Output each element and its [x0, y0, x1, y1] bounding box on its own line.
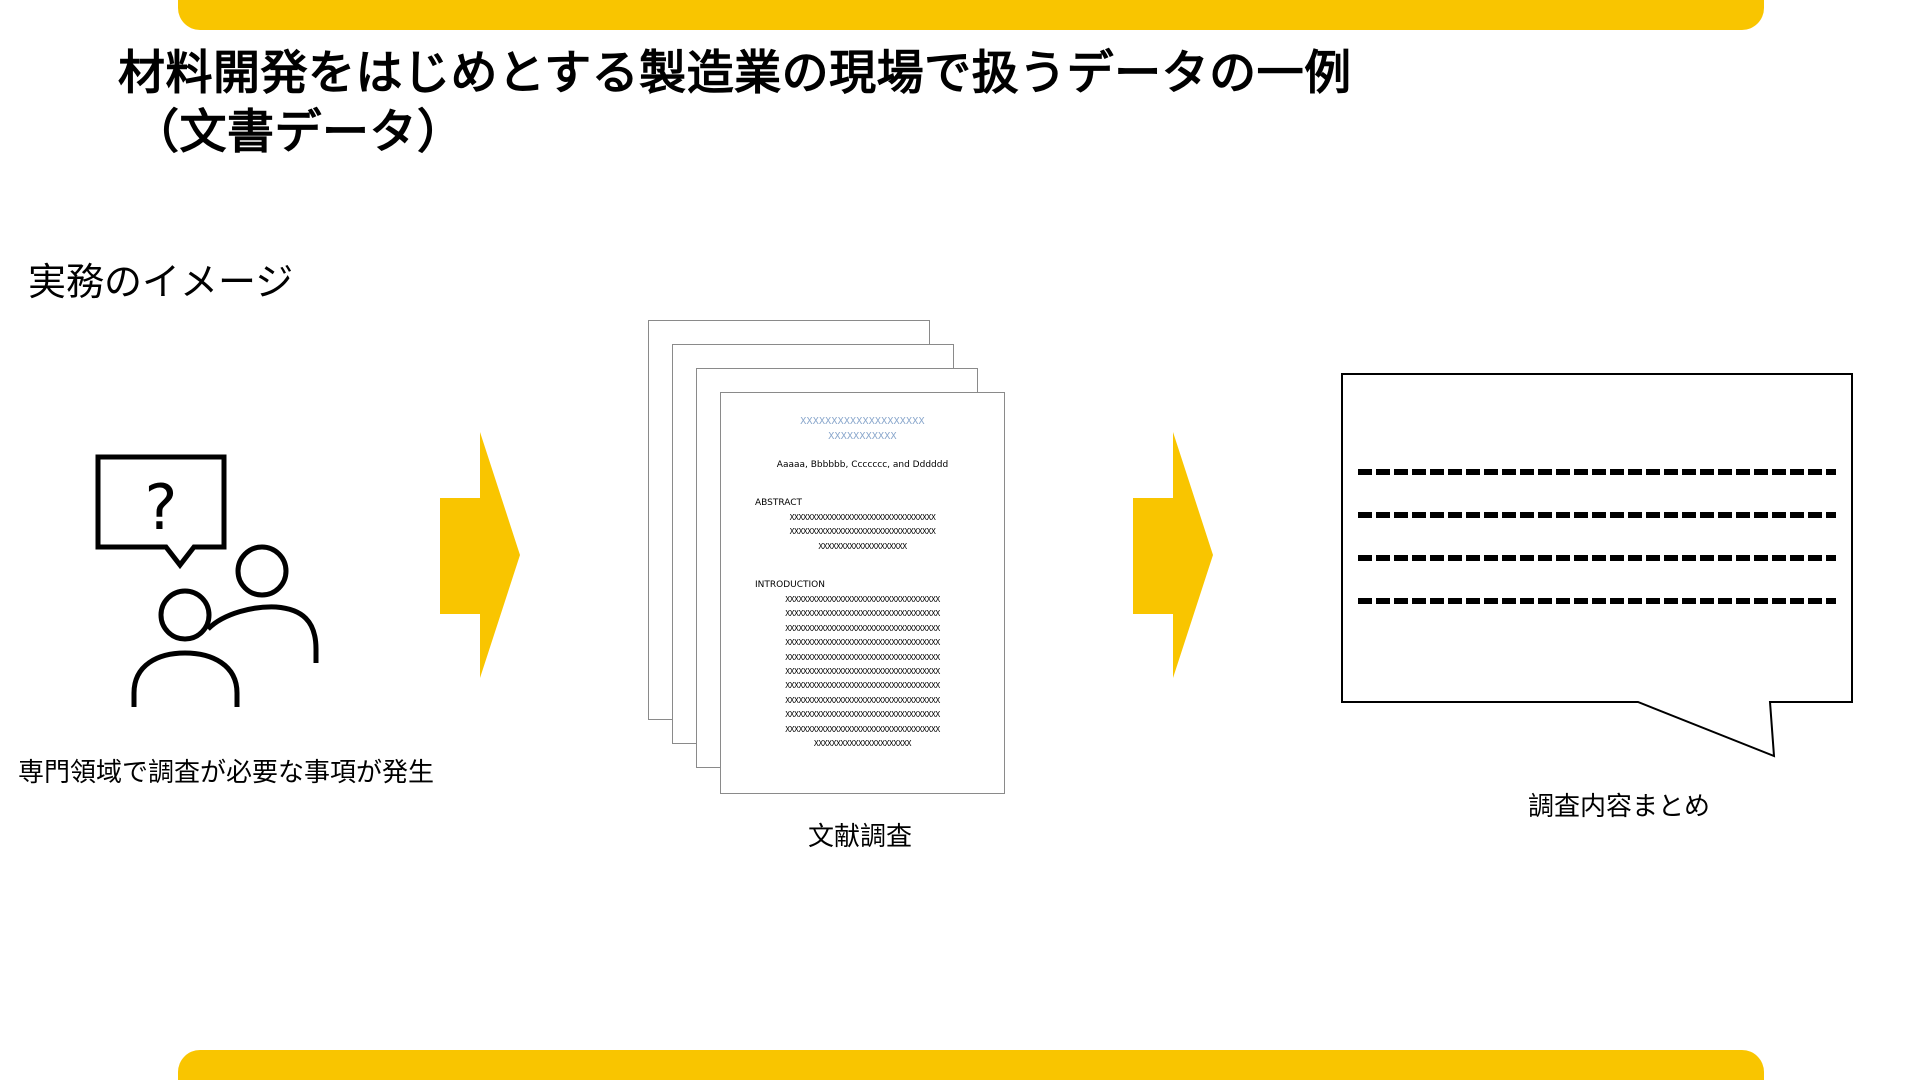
speech-bubble-summary-icon [1341, 373, 1853, 758]
document-title-line-2: XXXXXXXXXXX [828, 431, 897, 442]
slide-title-line-2: （文書データ） [132, 105, 465, 160]
caption-literature: 文献調査 [808, 822, 913, 852]
document-introduction-heading: INTRODUCTION [755, 580, 825, 590]
document-abstract-heading: ABSTRACT [755, 498, 803, 508]
caption-need: 専門領域で調査が必要な事項が発生 [18, 758, 435, 788]
arrow-right-icon [440, 432, 520, 678]
bottom-accent-bar [178, 1050, 1764, 1080]
top-accent-bar [178, 0, 1764, 30]
document-introduction-body: XXXXXXXXXXXXXXXXXXXXXXXXXXXXXXXXXXX XXXX… [785, 595, 940, 749]
summary-placeholder-lines [1358, 469, 1836, 604]
document-page-front: XXXXXXXXXXXXXXXXXXXX XXXXXXXXXXX Aaaaa, … [720, 392, 1005, 794]
caption-summary: 調査内容まとめ [1528, 792, 1711, 822]
document-abstract-body: XXXXXXXXXXXXXXXXXXXXXXXXXXXXXXXXX XXXXXX… [789, 513, 936, 551]
arrow-right-icon [1133, 432, 1213, 678]
document-authors: Aaaaa, Bbbbbb, Ccccccc, and Dddddd [776, 460, 949, 470]
question-mark-glyph: ? [145, 471, 178, 544]
consultation-question-people-icon: ? [95, 454, 319, 707]
slide-title: 材料開発をはじめとする製造業の現場で扱うデータの一例 （文書データ） [118, 44, 1352, 162]
section-label: 実務のイメージ [28, 260, 294, 304]
document-title-line-1: XXXXXXXXXXXXXXXXXXXX [800, 416, 925, 427]
slide-title-line-1: 材料開発をはじめとする製造業の現場で扱うデータの一例 [118, 46, 1352, 101]
